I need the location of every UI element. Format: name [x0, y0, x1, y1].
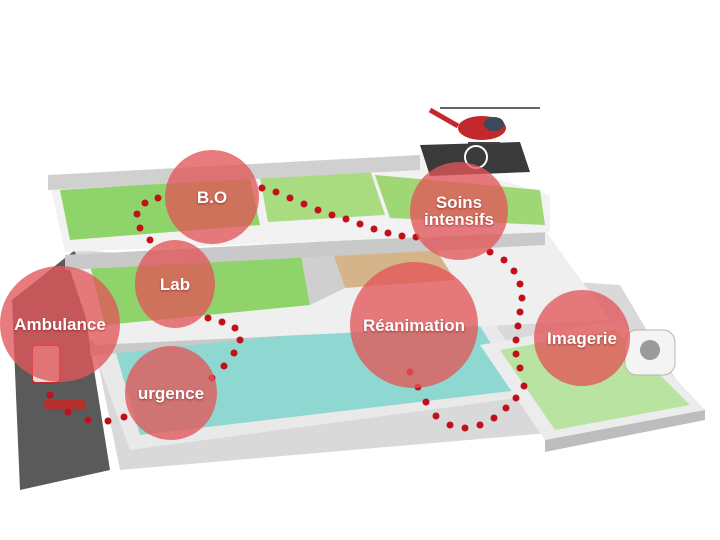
mri-bore	[640, 340, 660, 360]
node-ambulance[interactable]: Ambulance	[0, 266, 120, 382]
node-soins-label-1: Soins	[435, 193, 483, 212]
node-urgence-label: urgence	[137, 383, 205, 403]
stretcher	[44, 400, 86, 410]
node-bo-label: B.O	[196, 187, 228, 207]
node-imagerie-label: Imagerie	[547, 328, 617, 348]
imaging-wing-edge	[545, 410, 705, 452]
node-imagerie[interactable]: Imagerie	[534, 290, 630, 386]
node-reanimation-label: Réanimation	[362, 315, 466, 335]
node-lab[interactable]: Lab	[135, 240, 215, 328]
middle-floor-gray	[300, 245, 345, 305]
node-reanimation[interactable]: Réanimation	[350, 262, 478, 388]
node-soins-intensifs[interactable]: Soins intensifs	[410, 162, 508, 260]
top-floor-green-2	[260, 170, 385, 222]
node-urgence[interactable]: urgence	[125, 346, 217, 440]
node-soins-label-2: intensifs	[424, 210, 494, 229]
helicopter	[428, 107, 540, 144]
node-lab-label: Lab	[159, 274, 191, 294]
node-bo[interactable]: B.O	[165, 150, 259, 244]
node-ambulance-label: Ambulance	[14, 314, 106, 334]
